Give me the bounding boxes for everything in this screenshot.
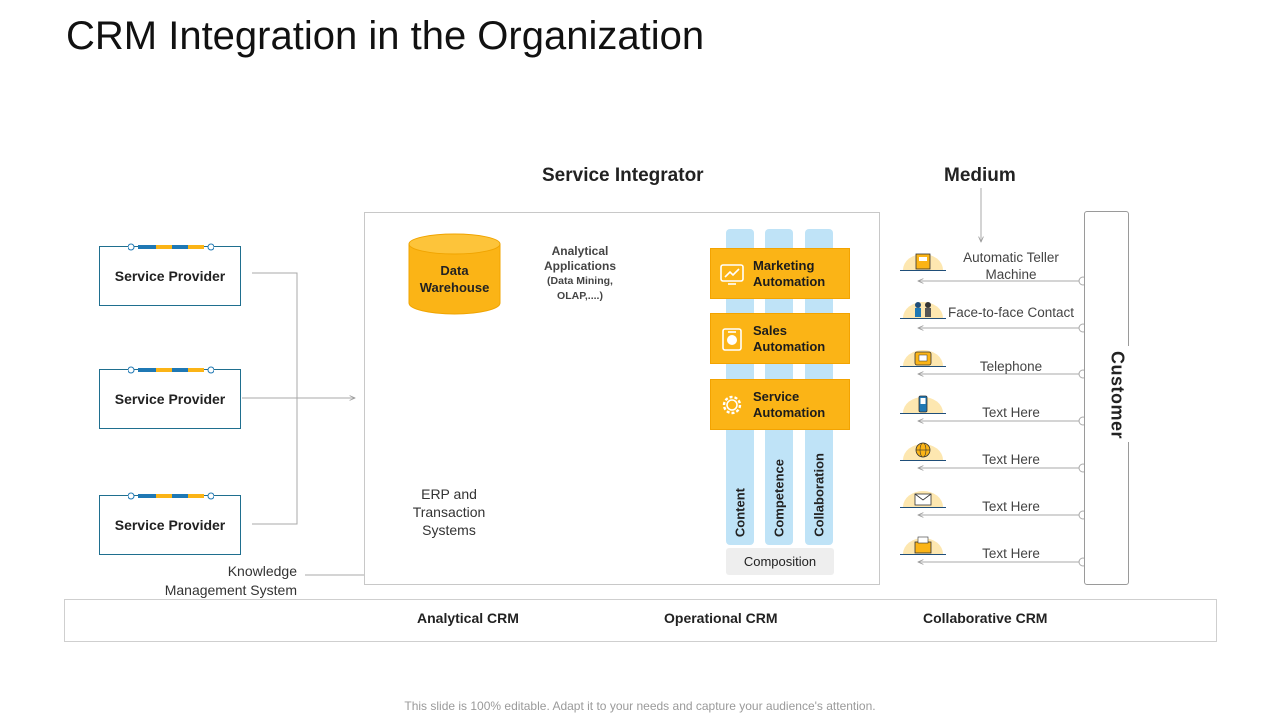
medium-item-label: Text Here	[982, 546, 1040, 561]
telephone-icon	[900, 350, 946, 367]
column-label: Competence	[771, 458, 787, 537]
automation-label: Automation	[753, 338, 826, 354]
connector-tab-icon	[128, 492, 214, 500]
service-automation-box: Service Automation	[710, 379, 850, 430]
customer-label: Customer	[1107, 350, 1128, 439]
automation-label: Automation	[753, 404, 826, 420]
collaborative-crm-label: Collaborative CRM	[923, 610, 1048, 626]
medium-heading: Medium	[944, 165, 1016, 186]
automation-label: Service	[753, 388, 800, 404]
column-label: Collaboration	[811, 453, 827, 537]
sales-icon	[722, 327, 742, 351]
crm-types-bar	[64, 599, 1217, 642]
composition-label: Composition	[726, 548, 834, 575]
page-title: CRM Integration in the Organization	[66, 14, 705, 58]
medium-item-label: Telephone	[979, 359, 1043, 374]
data-warehouse-label: Data Warehouse	[419, 263, 490, 295]
automation-label: Automation	[753, 273, 826, 289]
mobile-phone-icon	[900, 395, 946, 414]
operational-crm-label: Operational CRM	[664, 610, 778, 626]
knowledge-management-label: Knowledge Management System	[164, 563, 297, 598]
automation-label: Marketing	[753, 257, 815, 273]
marketing-automation-box: Marketing Automation	[710, 248, 850, 299]
medium-item-label: Face-to-face Contact	[947, 305, 1075, 320]
medium-item-label: Automatic Teller Machine	[963, 250, 1059, 282]
service-provider-box: Service Provider	[99, 243, 241, 306]
fax-icon	[900, 536, 946, 555]
medium-item-label: Text Here	[982, 499, 1040, 514]
service-provider-label: Service Provider	[114, 517, 226, 533]
slide-caption: This slide is 100% editable. Adapt it to…	[404, 699, 876, 713]
medium-item-label: Text Here	[982, 405, 1040, 420]
marketing-icon	[720, 263, 744, 285]
service-provider-box: Service Provider	[99, 366, 241, 429]
automation-label: Sales	[753, 322, 787, 338]
service-provider-box: Service Provider	[99, 492, 241, 555]
service-provider-label: Service Provider	[114, 391, 226, 407]
database-cylinder-icon	[408, 233, 501, 315]
connector-tab-icon	[128, 366, 214, 374]
erp-systems-label: ERP and Transaction Systems	[412, 486, 486, 538]
service-provider-label: Service Provider	[114, 268, 226, 284]
service-gear-icon	[722, 395, 742, 414]
atm-icon	[900, 253, 946, 271]
people-icon	[900, 302, 946, 319]
medium-item-label: Text Here	[982, 452, 1040, 467]
analytical-crm-label: Analytical CRM	[417, 610, 519, 626]
mail-icon	[900, 491, 946, 508]
service-integrator-heading: Service Integrator	[542, 165, 704, 186]
analytical-applications-label: Analytical Applications (Data Mining, OL…	[543, 244, 616, 302]
globe-icon	[900, 442, 946, 461]
connector-tab-icon	[128, 243, 214, 251]
sales-automation-box: Sales Automation	[710, 313, 850, 364]
column-label: Content	[732, 487, 748, 537]
